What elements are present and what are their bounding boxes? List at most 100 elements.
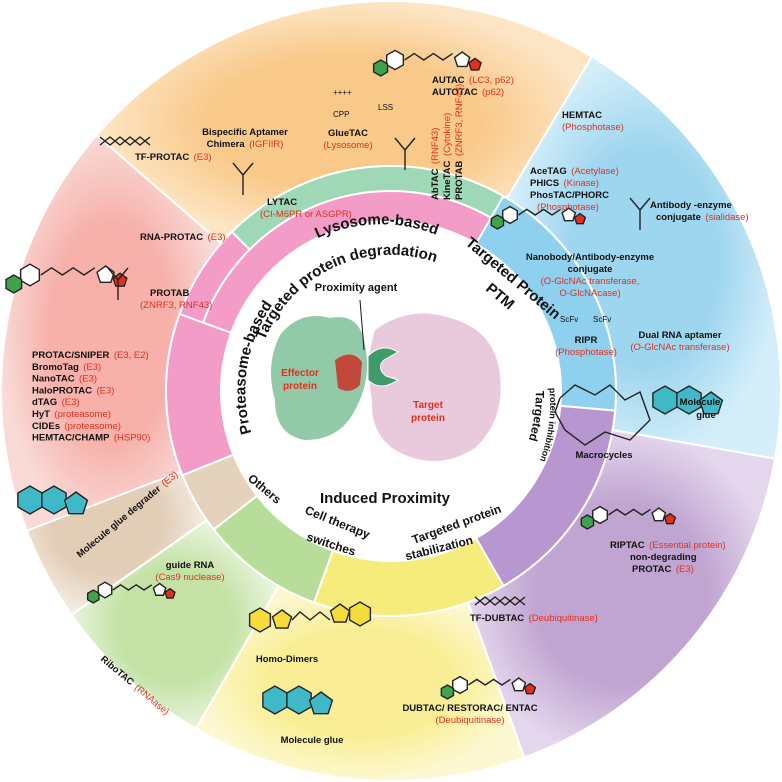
tf-protac-dna-strand-2-icon: [99, 136, 151, 146]
dubtac-red-pent-icon: [523, 682, 537, 695]
effector-label-2: protein: [283, 381, 317, 392]
riptac-pent-icon: [651, 507, 667, 522]
proteasome-list-item: CIDEs (proteasome): [32, 416, 121, 433]
glue-degrader-ring-2-icon: [41, 485, 67, 515]
acetag-linker-icon: [518, 208, 561, 216]
ripr-target: (Phosphotase): [555, 347, 617, 358]
cell-glue-ring-2-icon: [286, 685, 312, 715]
dubtac-pent-icon: [511, 677, 527, 692]
phostac-name: PhosTAC/PHORC: [530, 190, 609, 201]
nb-enzyme-name2: conjugate: [568, 264, 613, 275]
acetag-line: AceTAG (Acetylase): [530, 161, 619, 178]
protab-prot-name: PROTAB: [150, 288, 190, 299]
proteasome-list-item: dTAG (E3): [32, 392, 80, 409]
scfv-label-1: ScFv: [560, 315, 578, 324]
riptac-line: RIPTAC (Essential protein): [610, 535, 726, 552]
lytac-antibody-arm-2-icon: [242, 162, 254, 176]
proximity-agent-pointer: [359, 299, 365, 351]
effector-protein-surface: [271, 316, 368, 440]
gluetac-target: (Lysosome): [323, 140, 372, 151]
rna-protac-line: RNA-PROTAC (E3): [140, 227, 226, 244]
lss-label: LSS: [378, 103, 393, 112]
dubtac-green-hex-icon: [440, 684, 455, 700]
cell-glue-label: Molecule glue: [281, 735, 344, 746]
protac-hex-icon: [19, 263, 41, 287]
dual-rna-name: Dual RNA aptamer: [638, 330, 721, 341]
aptamer-name: Bispecific Aptamer: [202, 127, 288, 138]
effector-label-1: Effector: [281, 368, 319, 379]
target-protein-surface: [369, 313, 501, 462]
proteasome-list-item: HaloPROTAC (E3): [32, 380, 114, 397]
acetag-hex-icon: [502, 205, 518, 225]
nb-enzyme-target2: O-GlcNAcase): [559, 288, 620, 299]
inner-ring: [165, 165, 617, 617]
cpp-label: CPP: [333, 110, 349, 119]
homo-dimer-hex-2-icon: [348, 601, 372, 627]
mol-glue-label-2: glue: [696, 410, 716, 421]
autotac-line: AUTOTAC (p62): [432, 82, 504, 99]
ribotac-red-pent-icon: [164, 587, 176, 599]
autac-green-hex-icon: [372, 59, 389, 77]
proximity-agent-label: Proximity agent: [315, 282, 398, 294]
homo-dimer-hex-1-icon: [248, 607, 272, 633]
macrocycle-icon: [554, 384, 651, 446]
inhibition-sector: Macrocycles Molecule glue RIPTAC (Essent…: [575, 397, 726, 576]
riptac-red-pent-icon: [663, 512, 677, 525]
cell-therapy-sector: Homo-Dimers Molecule glue: [256, 654, 344, 746]
macrocycles-label: Macrocycles: [575, 450, 632, 461]
nb-enzyme-name: Nanobody/Antibody-enzyme: [526, 252, 654, 263]
protab-lys-antibody-arm-2-icon: [404, 137, 416, 151]
aptamer-line2: Chimera (IGFIIR): [207, 134, 284, 151]
non-degrading-name: non-degrading: [630, 552, 697, 563]
protab-prot-target: (ZNRF3, RNF43): [140, 300, 212, 311]
gluetac-name: GlueTAC: [328, 128, 368, 139]
autac-pent-icon: [453, 51, 471, 68]
ribotac-linker-icon: [112, 583, 153, 591]
hemtac-target: (Phosphotase): [562, 122, 624, 133]
plus-label: ++++: [333, 88, 352, 97]
ribotac-green-hex-icon: [86, 589, 100, 604]
center-illustration: Proximity agent Effector protein Target …: [271, 282, 501, 507]
non-degrading-line2: PROTAC (E3): [632, 559, 694, 576]
cell-glue-ring-1-icon: [262, 685, 288, 715]
target-label-1: Target: [413, 400, 443, 411]
autac-hex-icon: [385, 49, 405, 71]
target-label-2: protein: [411, 413, 445, 424]
hemtac-name: HEMTAC: [562, 110, 602, 121]
glue-degrader-ring-1-icon: [17, 485, 43, 515]
glue-degrader-ring-3-icon: [63, 491, 89, 515]
lytac-name: LYTAC: [267, 197, 297, 208]
tf-dubtac-dna-strand-2-icon: [474, 596, 526, 606]
acetag-green-hex-icon: [490, 214, 505, 230]
homo-dimer-pent-2-icon: [329, 603, 351, 623]
acetag-pent-icon: [561, 207, 577, 222]
ab-enzyme-antibody-arm-2-icon: [639, 197, 651, 211]
protab-prot-antibody-arm-2-icon: [117, 267, 129, 281]
proteasome-list-item: HyT (proteasome): [32, 404, 111, 421]
abtac-line: AbTAC (RNF43): [425, 128, 442, 200]
guide-rna-name: guide RNA: [166, 560, 215, 571]
phostac-target: (Phosphotase): [537, 202, 599, 213]
molecule-icons: [5, 49, 724, 715]
ab-enzyme-line2: conjugate (sialidase): [656, 207, 749, 224]
homo-dimers-label: Homo-Dimers: [256, 654, 318, 665]
cell-glue-ring-3-icon: [308, 691, 334, 715]
dubtac-target: (Deubiquitinase): [435, 715, 504, 726]
ribotac-hex-icon: [97, 581, 113, 599]
kinetac-line: KineTAC (Cytokine): [437, 113, 454, 200]
proteasome-list-item: HEMTAC/CHAMP (HSP90): [32, 428, 150, 445]
scfv-label-2: ScFv: [593, 315, 611, 324]
center-title: Induced Proximity: [320, 490, 451, 507]
riptac-linker-icon: [608, 508, 651, 516]
protac-linker-icon: [40, 266, 96, 276]
ribotac-pent-icon: [152, 582, 167, 596]
autac-line: AUTAC (LC3, p62): [432, 70, 514, 87]
dubtac-hex-icon: [452, 675, 468, 695]
ripr-name: RIPR: [575, 335, 598, 346]
lytac-target: (CI-M6PR or ASGPR): [260, 209, 352, 220]
dubtac-name: DUBTAC/ RESTORAC/ ENTAC: [402, 703, 537, 714]
mol-glue-label-1: Molecule: [680, 397, 721, 408]
dubtac-linker-icon: [468, 678, 511, 686]
